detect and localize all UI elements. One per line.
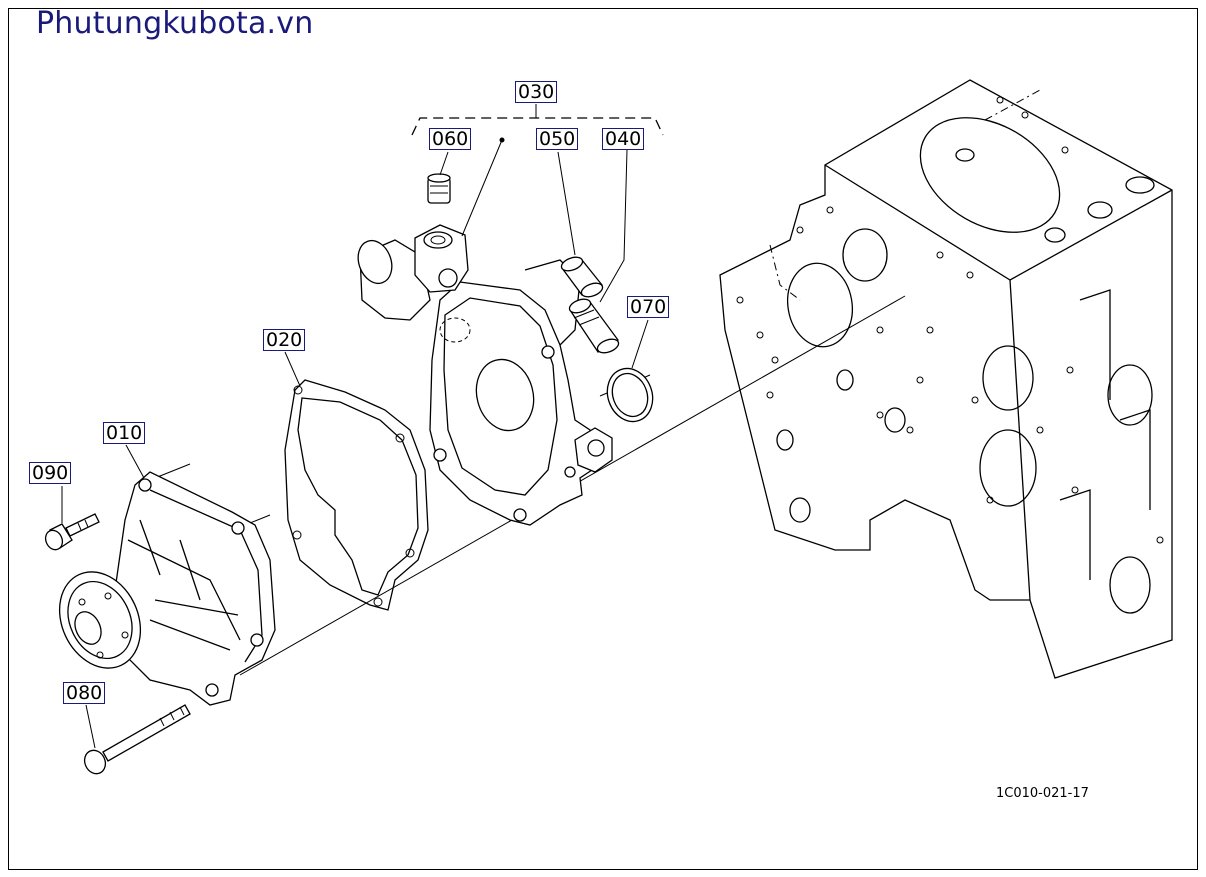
brand-title: Phutungkubota.vn bbox=[36, 6, 314, 41]
long-bolt-part bbox=[83, 704, 191, 775]
diagram-code: 1C010-021-17 bbox=[996, 786, 1089, 801]
short-bolt-part bbox=[44, 513, 100, 551]
drawing-frame bbox=[8, 8, 1198, 870]
water-pump-part bbox=[58, 471, 276, 706]
water-flange-part bbox=[357, 224, 613, 526]
pipe-part bbox=[560, 256, 604, 298]
callout-070: 070 bbox=[627, 296, 670, 318]
leader-lines bbox=[61, 104, 664, 749]
callout-040: 040 bbox=[602, 128, 645, 150]
joint-part bbox=[568, 298, 620, 354]
callout-050: 050 bbox=[536, 128, 579, 150]
callout-060: 060 bbox=[429, 128, 472, 150]
callout-010: 010 bbox=[103, 422, 146, 444]
plug-part bbox=[427, 173, 451, 204]
callout-090: 090 bbox=[29, 462, 72, 484]
callout-020: 020 bbox=[263, 329, 306, 351]
gasket-part bbox=[284, 379, 429, 611]
callout-030: 030 bbox=[515, 81, 558, 103]
o-ring-part bbox=[606, 367, 654, 423]
engine-block-reference bbox=[719, 79, 1173, 679]
callout-080: 080 bbox=[63, 682, 106, 704]
